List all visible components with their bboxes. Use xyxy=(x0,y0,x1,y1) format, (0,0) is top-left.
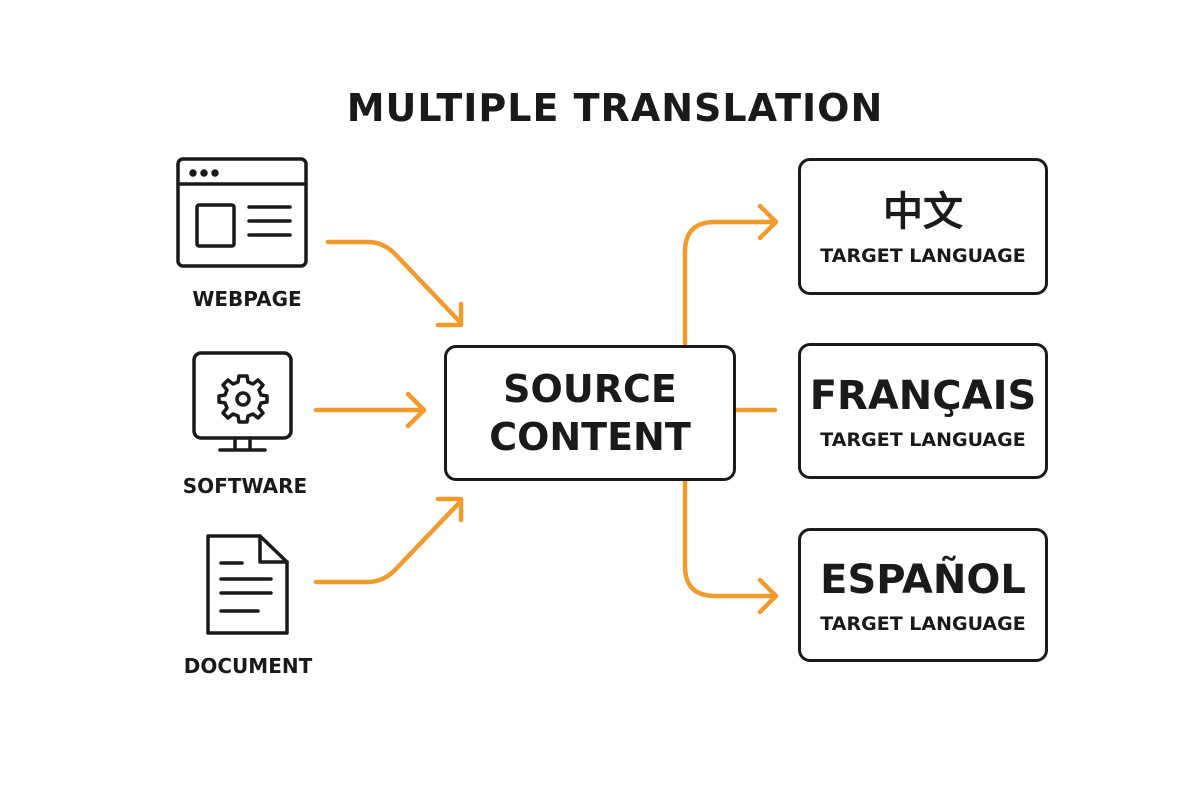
monitor-gear-icon xyxy=(192,351,293,452)
source-label-software: SOFTWARE xyxy=(182,474,308,498)
webpage-icon xyxy=(176,157,308,268)
arrowhead xyxy=(435,496,464,523)
target-language-caption: TARGET LANGUAGE xyxy=(820,244,1026,267)
source-label-webpage: WEBPAGE xyxy=(192,287,302,311)
arrow-source-to-chinese xyxy=(682,219,778,347)
target-language-caption: TARGET LANGUAGE xyxy=(820,429,1026,451)
arrow-source-to-spanish xyxy=(682,479,778,599)
arrows xyxy=(313,203,779,615)
target-language-name: ESPAÑOL xyxy=(820,557,1026,603)
arrowhead xyxy=(435,301,464,328)
arrowhead xyxy=(405,391,427,429)
source-label-document: DOCUMENT xyxy=(183,654,313,678)
diagram-title: MULTIPLE TRANSLATION xyxy=(346,86,884,130)
source-content-line1: SOURCE xyxy=(503,367,677,411)
document-icon xyxy=(206,534,289,635)
source-content-line2: CONTENT xyxy=(489,415,691,459)
target-language-name: 中文 xyxy=(883,188,963,235)
target-language-name: FRANÇAIS xyxy=(809,373,1037,419)
arrowhead xyxy=(757,577,779,615)
target-box-french: FRANÇAIS TARGET LANGUAGE xyxy=(798,343,1048,479)
target-box-spanish: ESPAÑOL TARGET LANGUAGE xyxy=(798,528,1048,662)
arrowhead xyxy=(757,203,779,241)
target-language-caption: TARGET LANGUAGE xyxy=(820,613,1026,635)
arrow-document-to-source xyxy=(313,499,463,585)
target-box-chinese: 中文 TARGET LANGUAGE xyxy=(798,158,1048,295)
source-content-box: SOURCE CONTENT xyxy=(444,345,736,481)
gear-icon xyxy=(217,374,269,424)
arrow-webpage-to-source xyxy=(325,239,463,325)
